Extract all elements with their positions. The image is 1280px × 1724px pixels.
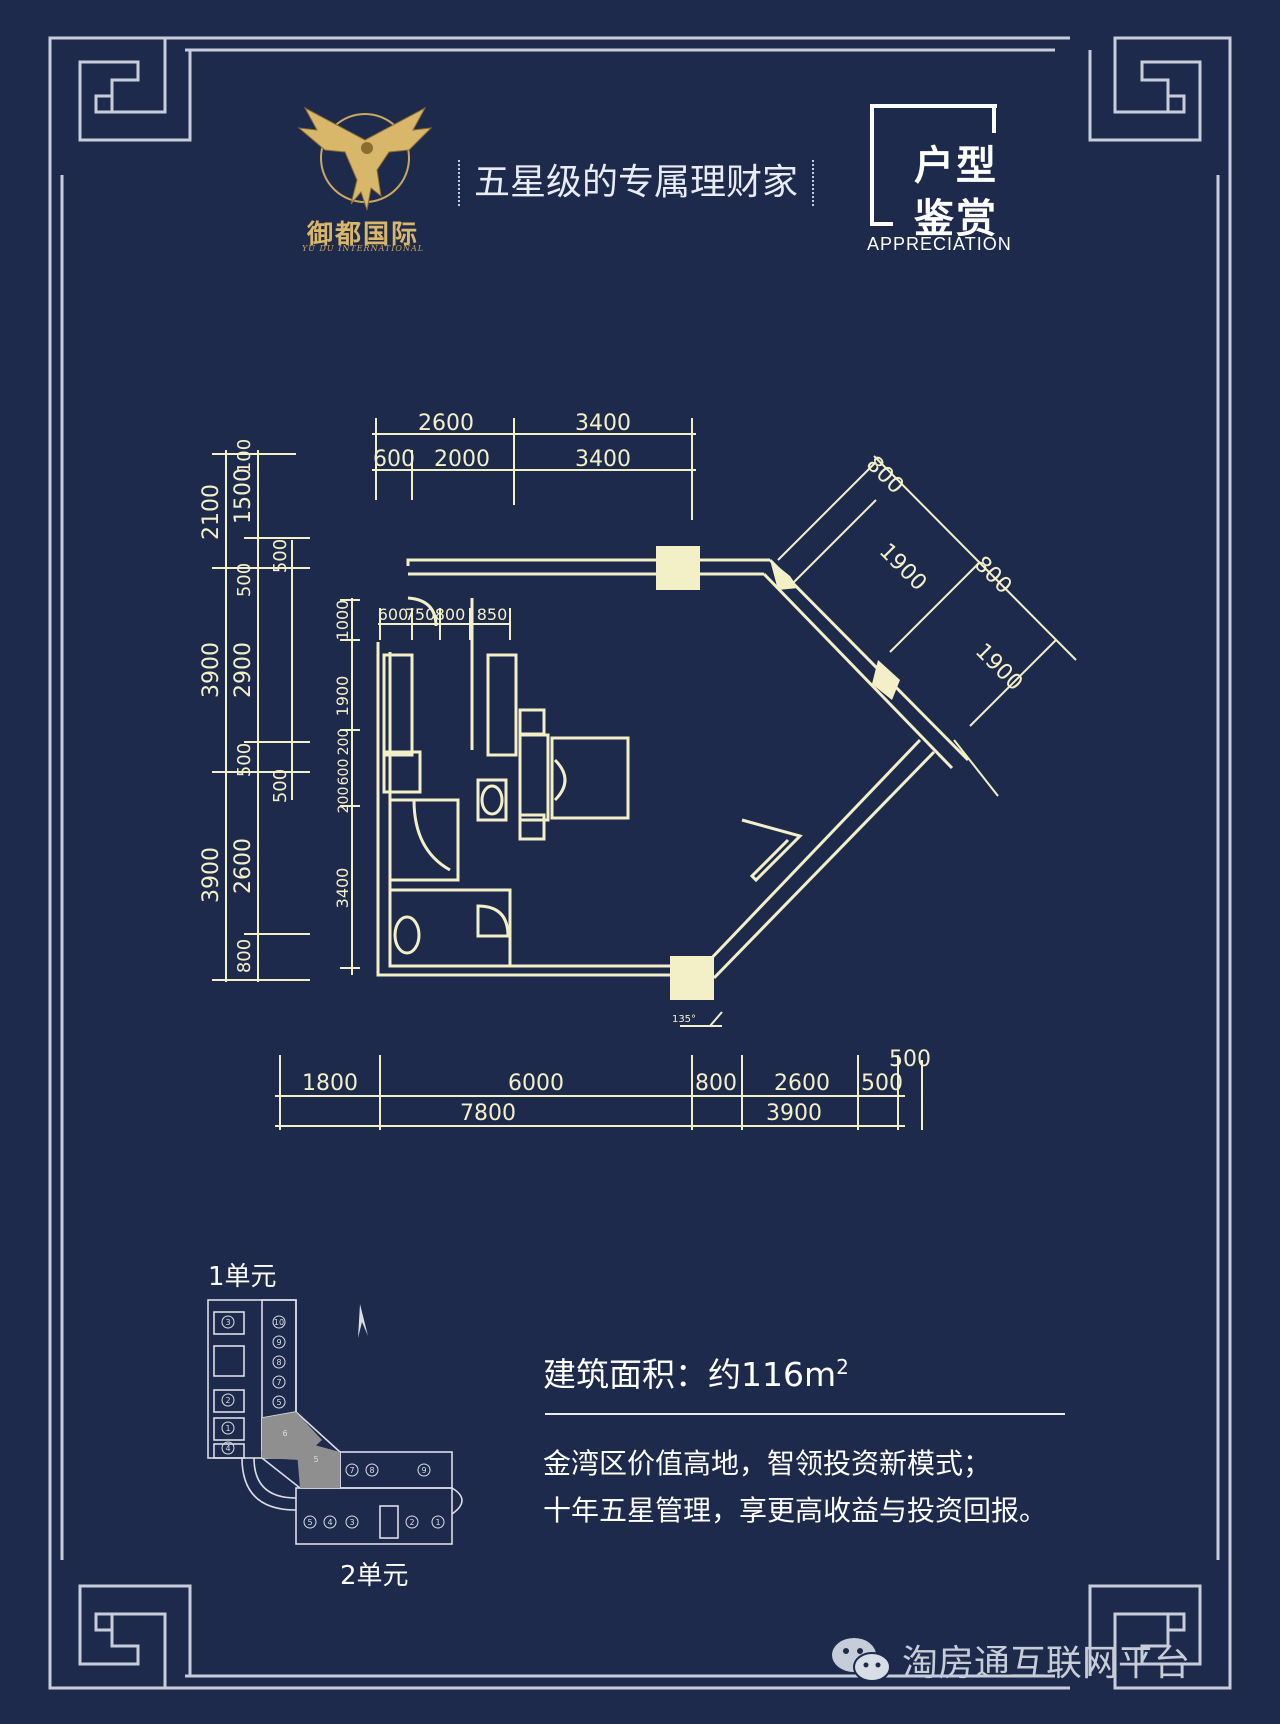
dim-int-850: 850 [477, 605, 508, 624]
watermark-text: 淘房通互联网平台 [902, 1643, 1191, 1684]
columns [656, 546, 900, 1000]
key-room-9: 9 [276, 1338, 281, 1347]
brand-name-cn: 御都国际 [306, 220, 419, 250]
key-u2-9: 9 [421, 1466, 426, 1475]
dim-balcony-1900a: 1900 [874, 539, 931, 596]
dim-int-800: 800 [435, 605, 466, 624]
appreciation-english: APPRECIATION [867, 234, 1012, 254]
dim-left-2600: 2600 [231, 838, 256, 894]
dim-inner-500a: 500 [270, 539, 291, 573]
unit2-label: 2单元 [340, 1561, 409, 1591]
dim-left-800: 800 [234, 939, 255, 973]
walls [376, 558, 970, 980]
key-room-8: 8 [276, 1358, 281, 1367]
key-room-l2: 2 [225, 1396, 230, 1405]
key-u2-8: 8 [369, 1466, 374, 1475]
dim-inner-500b: 500 [270, 769, 291, 803]
angle-mark [680, 1011, 723, 1027]
appreciation-title-line2: 鉴赏 [914, 196, 998, 242]
dim-top-3400: 3400 [575, 411, 631, 436]
dim-int-200a: 200 [336, 729, 352, 756]
pegasus-logo-icon [297, 106, 433, 211]
appreciation-frame [870, 104, 997, 226]
key-u2-4: 4 [327, 1518, 332, 1527]
dim-bottom-2600: 2600 [774, 1071, 830, 1096]
key-plan: 10 9 8 7 6 5 3 2 1 4 5 1 2 3 4 5 7 8 9 [207, 1299, 463, 1545]
dim-left-100: 100 [234, 439, 255, 473]
dim-top-2600: 2600 [418, 411, 474, 436]
tagline: 五星级的专属理财家 [458, 160, 815, 206]
dim-balcony-1900b: 1900 [970, 639, 1027, 696]
dim-bottom-7800: 7800 [460, 1101, 516, 1126]
dim-int-3400: 3400 [333, 868, 352, 909]
key-u2-7: 7 [349, 1466, 354, 1475]
area-unit-sup: 2 [836, 1355, 849, 1379]
key-room-7: 7 [276, 1378, 281, 1387]
dim-left-1500: 1500 [231, 468, 256, 524]
key-room-6: 6 [282, 1429, 287, 1438]
unit1-label: 1单元 [208, 1262, 277, 1292]
north-arrow-icon [358, 1304, 368, 1338]
divider [545, 1413, 1065, 1415]
key-room-l4: 4 [225, 1444, 230, 1453]
dim-int-1900: 1900 [333, 676, 352, 717]
dim-int-600b: 600 [336, 759, 352, 786]
key-room-5: 5 [313, 1455, 318, 1464]
dim-balcony-800a: 800 [861, 452, 908, 499]
brand-name-en: YU DU INTERNATIONAL [301, 244, 425, 253]
key-room-l5: 5 [276, 1398, 281, 1407]
dim-bottom-500a: 500 [861, 1071, 903, 1096]
dim-bottom-6000: 6000 [508, 1071, 564, 1096]
dim-left-2900: 2900 [231, 642, 256, 698]
key-u2-5: 5 [307, 1518, 312, 1527]
building-area: 建筑面积：约116m2 [543, 1348, 849, 1396]
dimension-lines [212, 418, 1077, 1130]
key-room-10: 10 [274, 1318, 284, 1327]
key-u2-2: 2 [409, 1518, 414, 1527]
dim-left-3900a: 3900 [199, 642, 224, 698]
area-label: 建筑面积：约116m [543, 1355, 837, 1394]
dim-bottom-500b: 500 [889, 1047, 931, 1072]
description-line1: 金湾区价值高地，智领投资新模式； [543, 1447, 992, 1480]
dim-left-500a: 500 [234, 563, 255, 597]
appreciation-title-line1: 户型 [914, 143, 998, 189]
wechat-icon [832, 1638, 891, 1682]
dim-int-750: 750 [405, 605, 436, 624]
dim-bottom-1800: 1800 [302, 1071, 358, 1096]
dim-left-500b: 500 [234, 743, 255, 777]
key-u2-3: 3 [349, 1518, 354, 1527]
dim-bottom-800: 800 [695, 1071, 737, 1096]
dim-int-1000: 1000 [333, 600, 352, 641]
dim-int-200b: 200 [336, 787, 352, 814]
dim-left-2100: 2100 [199, 484, 224, 540]
angle-label: 135° [672, 1014, 696, 1025]
key-u2-1: 1 [435, 1518, 440, 1527]
dim-top-3400b: 3400 [575, 447, 631, 472]
dim-int-600: 600 [378, 605, 409, 624]
description-line2: 十年五星管理，享更高收益与投资回报。 [543, 1494, 1048, 1527]
appreciation-box: 户型 鉴赏 [869, 103, 997, 242]
dim-left-3900b: 3900 [199, 847, 224, 903]
key-room-l1: 1 [225, 1424, 230, 1433]
dimension-labels: 2600 3400 600 2000 3400 2100 3900 3900 1… [199, 411, 1027, 1126]
dim-top-2000: 2000 [434, 447, 490, 472]
key-room-l3: 3 [225, 1318, 230, 1327]
dim-bottom-3900: 3900 [766, 1101, 822, 1126]
dim-top-600: 600 [373, 447, 415, 472]
floor-plan: 2600 3400 600 2000 3400 2100 3900 3900 1… [199, 411, 1077, 1130]
